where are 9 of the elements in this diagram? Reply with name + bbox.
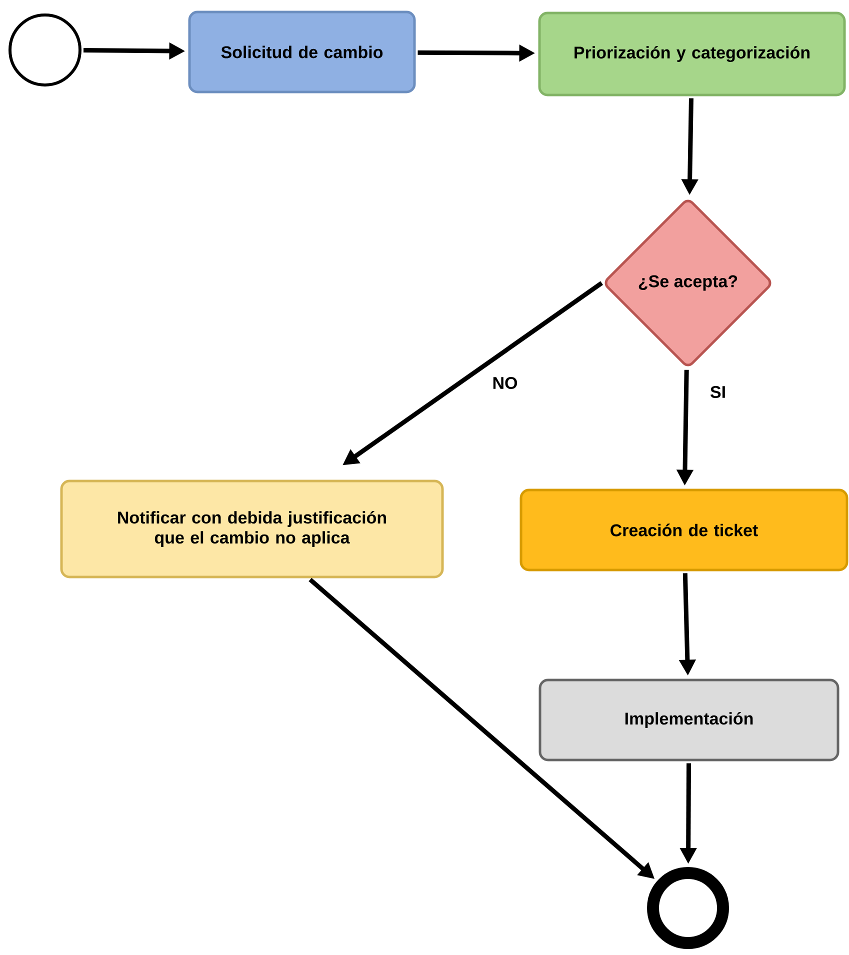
process-box: Notificar con debida justificación que el cambio no aplica (60, 480, 444, 578)
process-box: Solicitud de cambio (188, 10, 416, 94)
process-box: Creación de ticket (520, 488, 848, 572)
process-box: Priorización y categorización (538, 12, 846, 96)
edge-label: NO (490, 374, 520, 391)
start-circle (8, 14, 82, 86)
process-box: Implementación (538, 678, 840, 762)
end-circle (647, 867, 729, 949)
edge-label: SI (708, 384, 728, 400)
